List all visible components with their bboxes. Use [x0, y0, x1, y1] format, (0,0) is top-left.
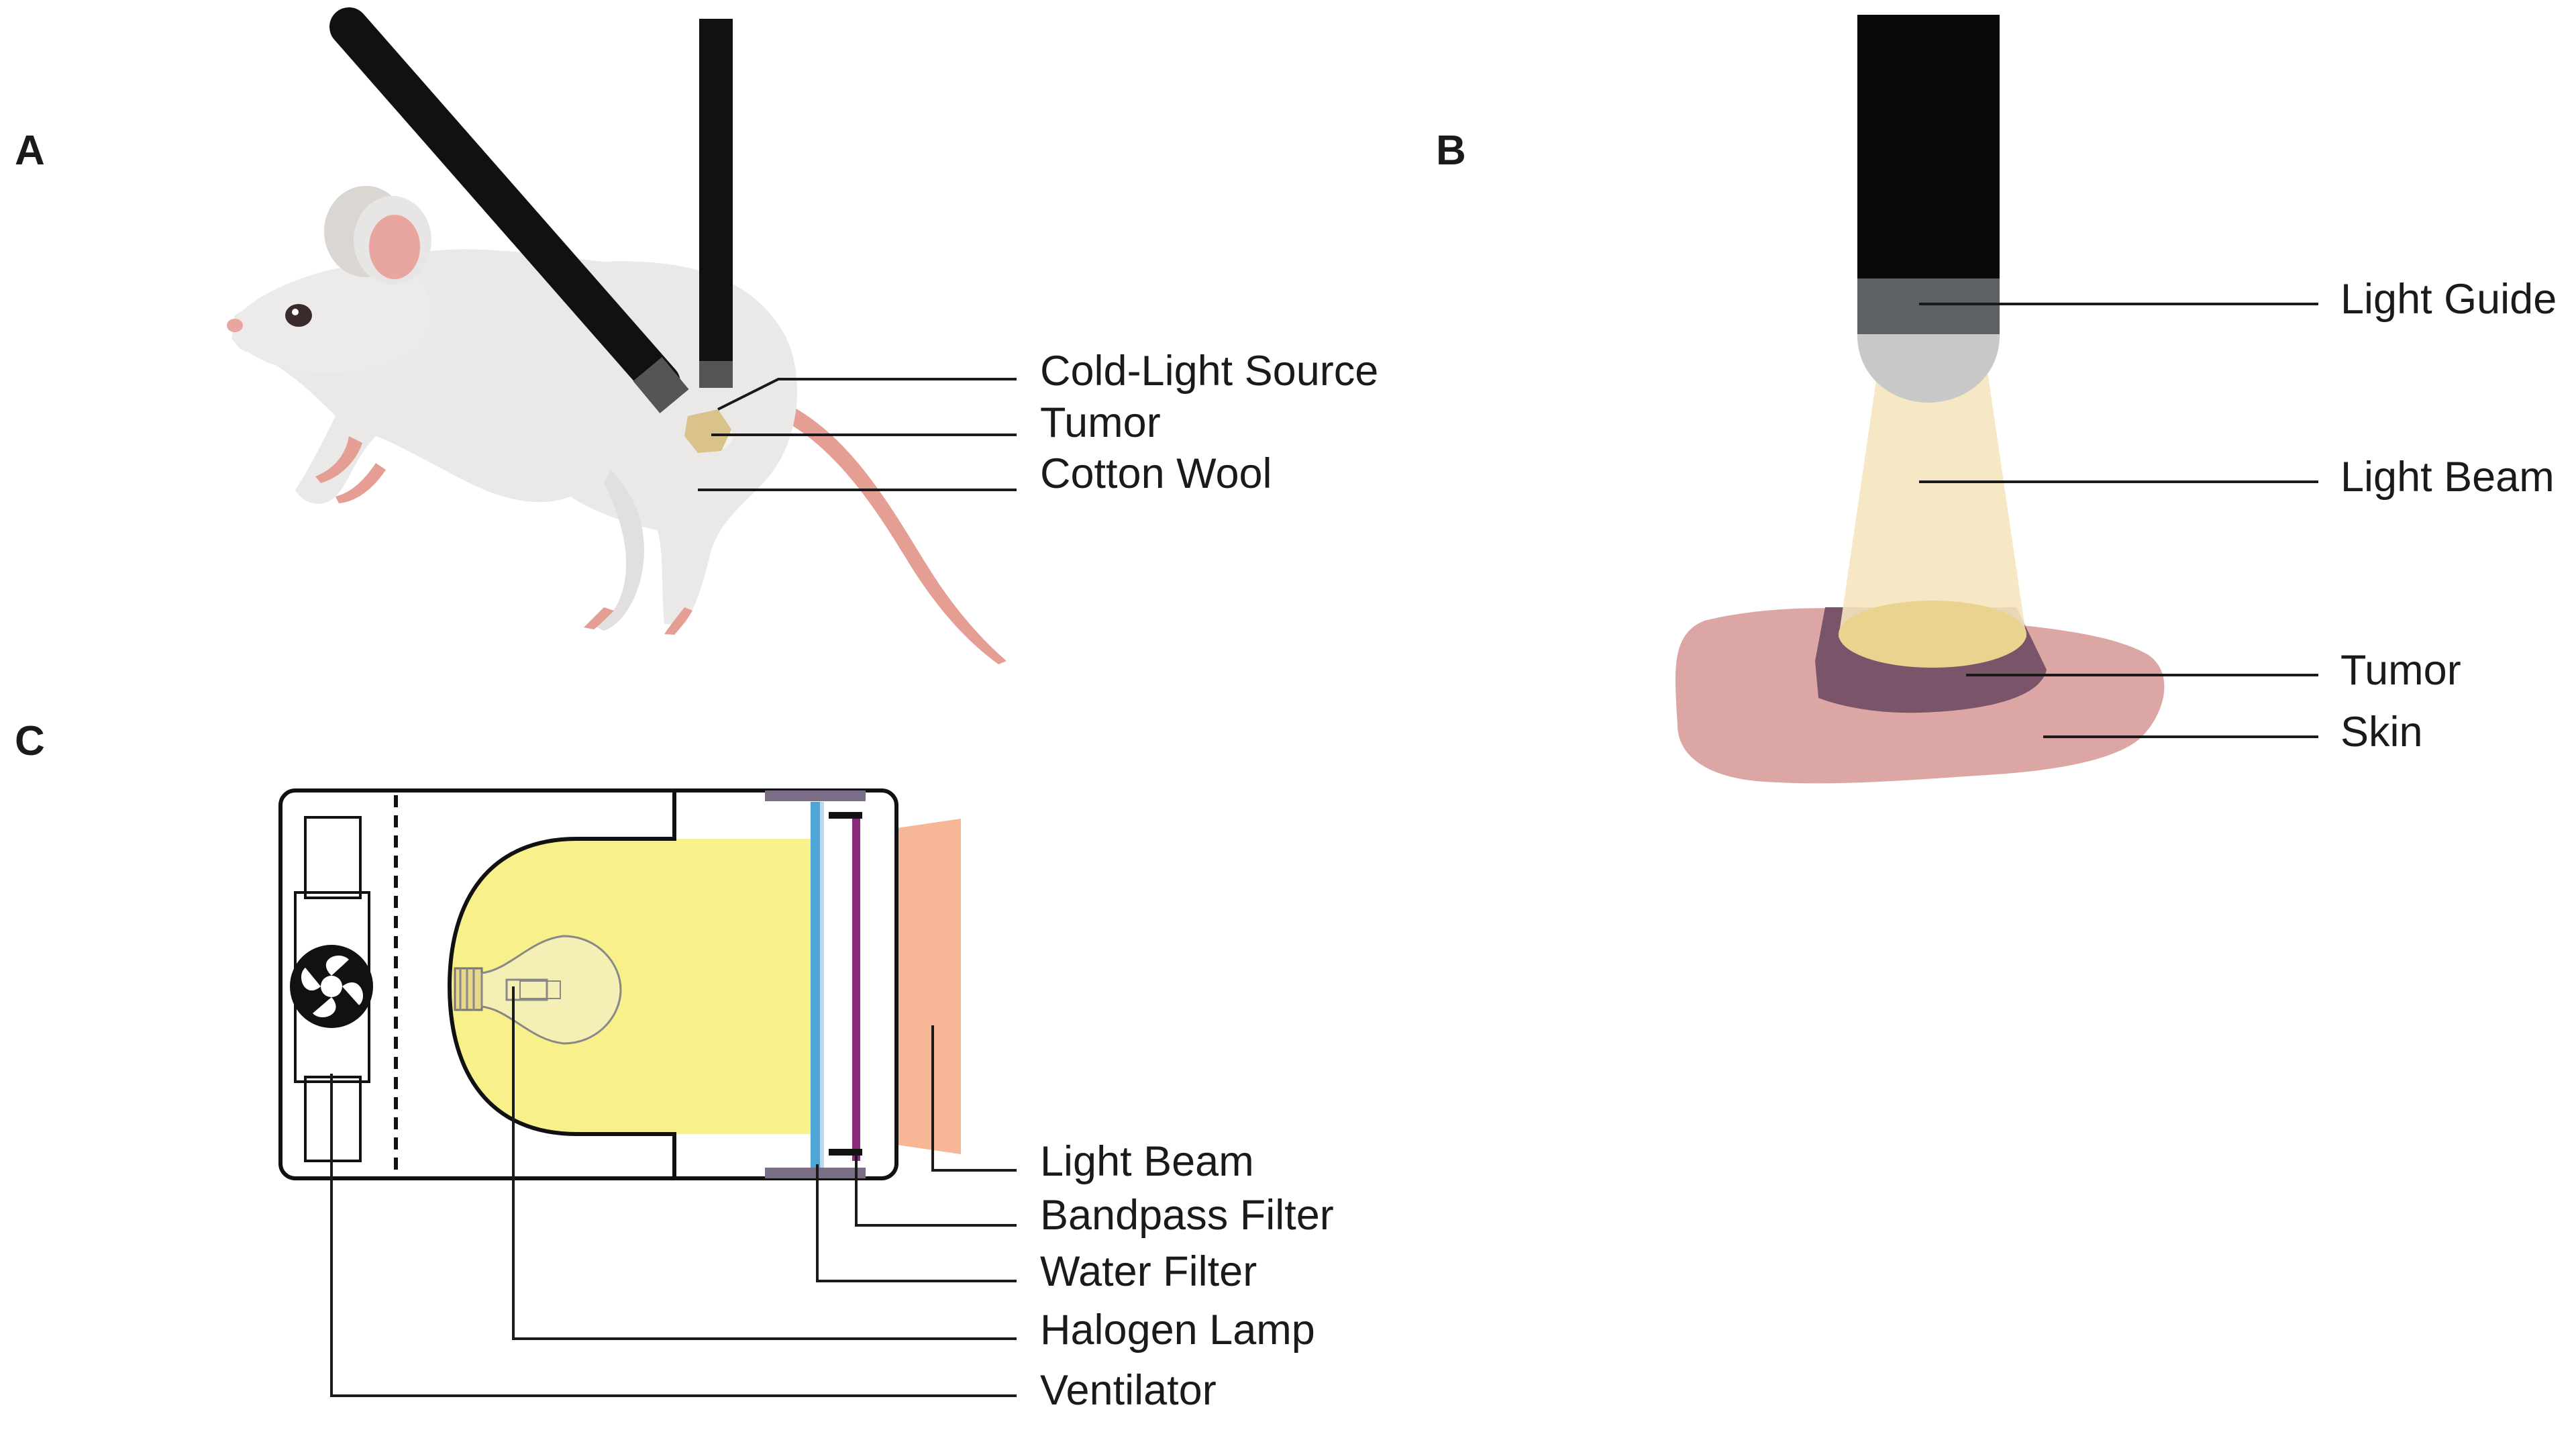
lamp-reflector	[447, 790, 676, 1178]
label-c-bandpass-filter: Bandpass Filter	[1040, 1192, 1334, 1239]
mouse-tail	[778, 403, 1007, 664]
label-c-ventilator: Ventilator	[1040, 1367, 1217, 1414]
mouse-hind-paw-2	[664, 607, 692, 635]
mouse-hind-paw	[584, 607, 614, 629]
label-c-halogen-lamp: Halogen Lamp	[1040, 1307, 1315, 1353]
bandpass-filter	[852, 812, 860, 1161]
label-b-light-beam: Light Beam	[2340, 454, 2555, 501]
light-spot	[1839, 601, 2026, 668]
lamp-light	[450, 839, 815, 1134]
water-filter-edge	[820, 802, 824, 1168]
halogen-lamp-bulb	[454, 935, 622, 1045]
label-c-water-filter: Water Filter	[1040, 1248, 1257, 1295]
filter-frame-top	[765, 790, 866, 801]
mouse-hind-leg	[590, 470, 644, 631]
light-beam-b	[1839, 362, 2026, 637]
panel-c-letter: C	[15, 718, 45, 764]
mouse-front-paw	[315, 436, 362, 483]
label-b-light-guide: Light Guide	[2340, 276, 2557, 323]
leader-c-bandpass-filter	[855, 1154, 1017, 1227]
label-c-light-beam: Light Beam	[1040, 1138, 1254, 1185]
water-filter	[811, 802, 820, 1168]
leader-c-light-beam	[931, 1025, 1017, 1172]
bandpass-bracket-bottom	[829, 1149, 862, 1156]
mouse-tumor	[684, 409, 731, 453]
mouse-ear-inner	[369, 215, 420, 279]
cold-light-source-fiber-vertical	[699, 19, 733, 388]
mouse-nose	[227, 319, 243, 332]
mouse-eye	[285, 304, 312, 327]
label-b-tumor: Tumor	[2340, 647, 2461, 694]
bandpass-bracket-top	[829, 812, 862, 819]
leader-c-ventilator	[330, 1074, 1017, 1397]
cold-light-source-fiber-angled	[329, 7, 689, 413]
label-a-tumor: Tumor	[1040, 399, 1161, 446]
panel-b-letter: B	[1436, 127, 1466, 174]
light-guide-b	[1857, 15, 2000, 403]
mouse-front-paw-2	[336, 463, 386, 503]
mouse-illustration	[227, 7, 1007, 664]
leader-a-cold-light-source	[717, 378, 1017, 411]
panel-a-letter: A	[15, 127, 45, 174]
label-a-cold-light-source: Cold-Light Source	[1040, 348, 1378, 395]
label-a-cotton-wool: Cotton Wool	[1040, 450, 1272, 497]
panel-a: A	[15, 7, 1378, 664]
panel-c: C	[15, 718, 1334, 1414]
panel-b: B Light Guide Light Beam Tumor Skin	[1436, 15, 2557, 784]
leader-c-halogen-lamp	[512, 986, 1017, 1340]
leader-c-water-filter	[816, 1164, 1017, 1282]
mouse-eye-highlight	[292, 309, 299, 315]
label-b-skin: Skin	[2340, 709, 2423, 756]
filter-frame-bottom	[765, 1168, 866, 1178]
mouse-head	[231, 265, 431, 374]
